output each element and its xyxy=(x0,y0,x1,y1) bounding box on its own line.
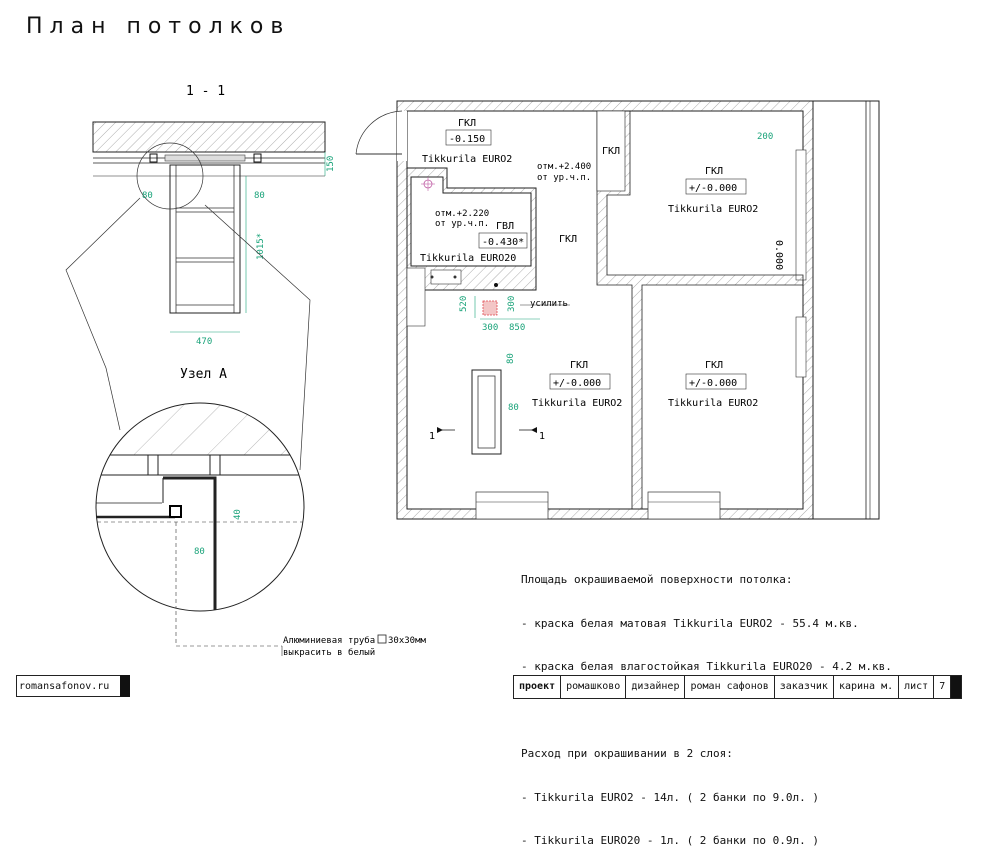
paint-notes: Площадь окрашиваемой поверхности потолка… xyxy=(521,544,892,863)
page-title: План потолков xyxy=(26,14,291,39)
footer-sheet-label: лист xyxy=(899,676,935,698)
dim-80-left: 80 xyxy=(142,191,153,201)
corridor-material: ГКЛ xyxy=(458,118,476,129)
footer-client-label: заказчик xyxy=(775,676,834,698)
notes-area-title: Площадь окрашиваемой поверхности потолка… xyxy=(521,573,793,586)
corridor-mark-line2: от ур.ч.п. xyxy=(537,173,591,183)
section-slab xyxy=(92,121,326,153)
room-tr-material: ГКЛ xyxy=(705,166,723,177)
detail-circle-marker xyxy=(136,142,204,210)
room-tr-level: +/-0.000 xyxy=(689,183,737,194)
room-c-level: +/-0.000 xyxy=(553,378,601,389)
node-a: Узел А 40 80 Алюминиевая труба 30х30мм в… xyxy=(95,367,427,658)
light-dim-80a: 80 xyxy=(506,353,516,364)
lamp-dim-850: 850 xyxy=(509,323,525,333)
balcony xyxy=(812,100,880,520)
room-br-material: ГКЛ xyxy=(705,360,723,371)
title-block: проект ромашково дизайнер роман сафонов … xyxy=(513,675,963,699)
bath-level: -0.430* xyxy=(482,237,524,248)
hall-gkl-label: ГКЛ xyxy=(559,234,577,245)
corridor-paint: Tikkurila EURO2 xyxy=(422,154,512,165)
notes-usage-title: Расход при окрашивании в 2 слоя: xyxy=(521,747,733,760)
notes-usage-line2: - Tikkurila EURO20 - 1л. ( 2 банки по 0.… xyxy=(521,834,820,847)
bath-material: ГВЛ xyxy=(496,221,514,232)
room-c-paint: Tikkurila EURO2 xyxy=(532,398,622,409)
notes-usage-line1: - Tikkurila EURO2 - 14л. ( 2 банки по 9.… xyxy=(521,790,820,804)
room-tr-paint: Tikkurila EURO2 xyxy=(668,204,758,215)
reinforce-marker xyxy=(482,300,498,316)
light-dim-80b: 80 xyxy=(508,403,519,413)
lamp-label: усилить xyxy=(530,299,568,309)
floor-plan: ГКЛ -0.150 Tikkurila EURO2 отм.+2.400 от… xyxy=(355,100,880,520)
bath-paint: Tikkurila EURO20 xyxy=(420,253,516,264)
footer-site[interactable]: romansafonov.ru xyxy=(16,675,130,697)
room-c-material: ГКЛ xyxy=(570,360,588,371)
corridor-mark-line1: отм.+2.400 xyxy=(537,162,591,172)
lamp-dim-520: 520 xyxy=(459,296,469,312)
notes-area-line1: - краска белая матовая Tikkurila EURO2 -… xyxy=(521,616,859,630)
dim-150: 150 xyxy=(326,156,336,172)
room-br-level: +/-0.000 xyxy=(689,378,737,389)
bath-mark-line1: отм.+2.220 xyxy=(435,209,489,219)
footer-client-value: карина м. xyxy=(834,676,900,698)
note-pipe-line1: Алюминиевая труба xyxy=(283,635,375,646)
footer-project-value: ромашково xyxy=(561,676,627,698)
corridor-level: -0.150 xyxy=(449,134,485,145)
dim-40: 40 xyxy=(233,509,243,520)
room-br-paint: Tikkurila EURO2 xyxy=(668,398,758,409)
footer-designer-label: дизайнер xyxy=(626,676,686,698)
footer-project-label: проект xyxy=(514,676,562,698)
drawing-canvas: 1 - 1 80 80 150 1015* 470 Узел А xyxy=(65,84,880,658)
dim-80: 80 xyxy=(194,547,205,557)
small-gkl-label: ГКЛ xyxy=(602,146,620,157)
dim-1015: 1015* xyxy=(256,233,266,260)
notes-area-line2: - краска белая влагостойкая Tikkurila EU… xyxy=(521,660,892,673)
lamp-dim-300a: 300 xyxy=(507,296,517,312)
note-pipe-size: 30х30мм xyxy=(388,636,427,646)
footer-designer-value: роман сафонов xyxy=(685,676,775,698)
footer-site-text: romansafonov.ru xyxy=(19,681,110,692)
dim-470: 470 xyxy=(196,337,212,347)
cut-marker-right: 1 xyxy=(539,431,545,442)
bath-mark-line2: от ур.ч.п. xyxy=(435,219,489,229)
note-pipe-line2: выкрасить в белый xyxy=(283,647,375,658)
cut-marker-left: 1 xyxy=(429,431,435,442)
lamp-dim-300b: 300 xyxy=(482,323,498,333)
balcony-dim-200: 200 xyxy=(757,132,773,142)
dim-80-right: 80 xyxy=(254,191,265,201)
section-title: 1 - 1 xyxy=(186,84,225,99)
balcony-level: 0.000 xyxy=(773,240,784,270)
light-fixture xyxy=(471,369,502,455)
footer-sheet-value: 7 xyxy=(934,676,952,698)
interior-walls xyxy=(596,110,804,510)
node-title: Узел А xyxy=(180,367,227,382)
section-1-1: 1 - 1 80 80 150 1015* 470 xyxy=(65,84,336,471)
